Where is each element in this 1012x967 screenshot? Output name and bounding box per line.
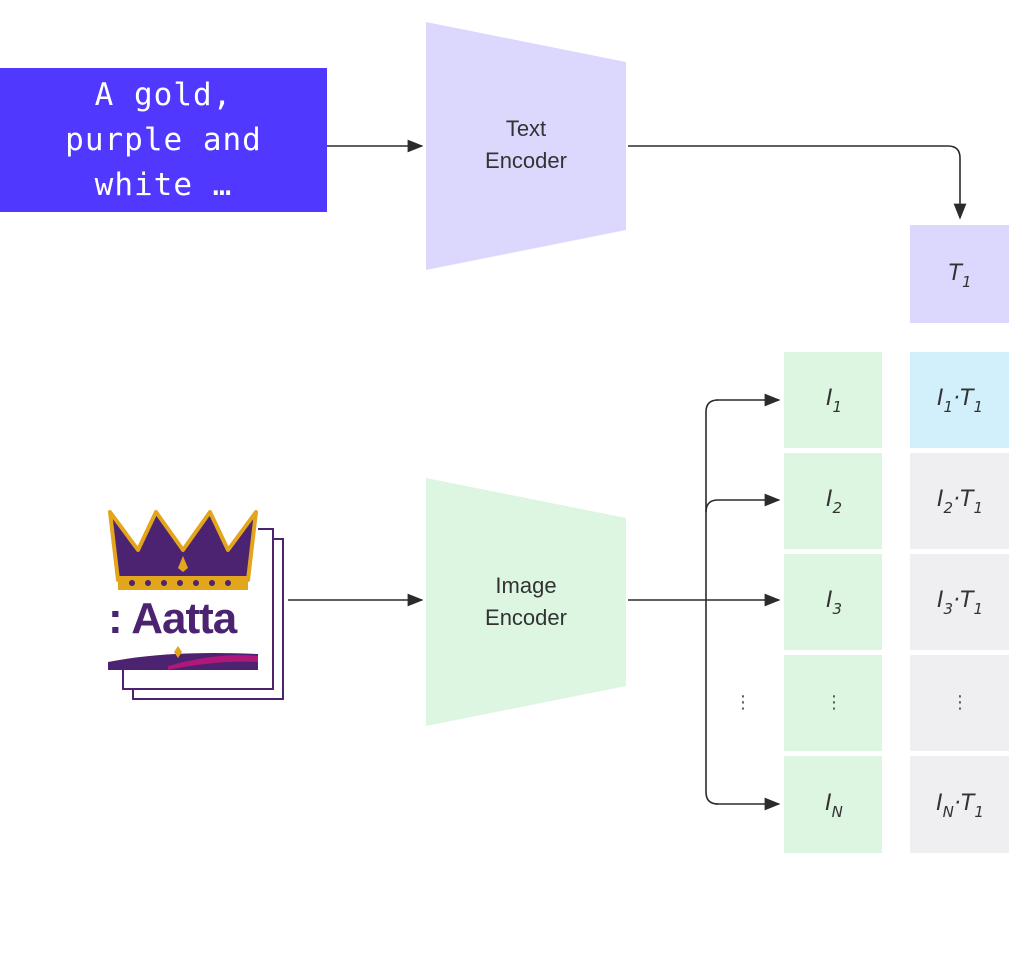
similarity-cell — [910, 554, 1009, 650]
image-embedding-cell — [784, 554, 882, 650]
logo-wordmark: : Aatta — [108, 594, 237, 643]
image-encoder-shape — [426, 478, 626, 726]
text-encoder-shape — [426, 22, 626, 270]
image-embedding-label: I3 — [826, 588, 842, 618]
image-encoder-label-line1: Image — [495, 573, 556, 598]
text-encoder-label-line2: Encoder — [485, 148, 567, 173]
similarity-cell-highlight — [910, 352, 1009, 448]
image-card-front: : Aatta — [108, 510, 258, 670]
image-input-stack: : Aatta — [108, 510, 288, 700]
similarity-cell — [910, 453, 1009, 549]
similarity-label: I2·T1 — [937, 487, 983, 517]
logo-swoosh-icon — [108, 646, 258, 670]
arrow-text-encoder-to-t1 — [628, 145, 967, 220]
similarity-label: I1·T1 — [937, 386, 983, 416]
text-prompt: A gold, purple and white … — [65, 76, 262, 203]
text-embedding-cell — [910, 225, 1009, 323]
arrow-to-i2 — [705, 493, 781, 513]
text-embedding-label: T1 — [949, 261, 972, 291]
image-embedding-cell — [784, 453, 882, 549]
image-embedding-cell — [784, 756, 882, 853]
image-embedding-cell — [784, 655, 882, 751]
similarity-cell — [910, 756, 1009, 853]
image-encoder-label-line2: Encoder — [485, 605, 567, 630]
similarity-label: I3·T1 — [937, 588, 983, 618]
branch-gap-marker: ⋮ — [734, 692, 752, 713]
image-embedding-label: I2 — [826, 487, 842, 517]
text-prompt-box: A gold, purple and white … — [0, 68, 327, 212]
image-embedding-label: IN — [825, 791, 843, 821]
text-encoder-label-line1: Text — [506, 116, 546, 141]
image-embedding-column: I1 I2 I3 ⋮ IN — [784, 352, 882, 853]
image-embedding-label: I1 — [826, 386, 842, 416]
arrow-branch-trunk — [705, 399, 719, 805]
similarity-cell — [910, 655, 1009, 751]
image-embedding-cell — [784, 352, 882, 448]
crown-icon — [108, 510, 258, 590]
similarity-label: IN·T1 — [936, 791, 984, 821]
similarity-label: ⋮ — [951, 692, 969, 713]
image-embedding-label: ⋮ — [825, 692, 843, 713]
similarity-column: I1·T1 I2·T1 I3·T1 ⋮ IN·T1 — [910, 352, 1009, 853]
